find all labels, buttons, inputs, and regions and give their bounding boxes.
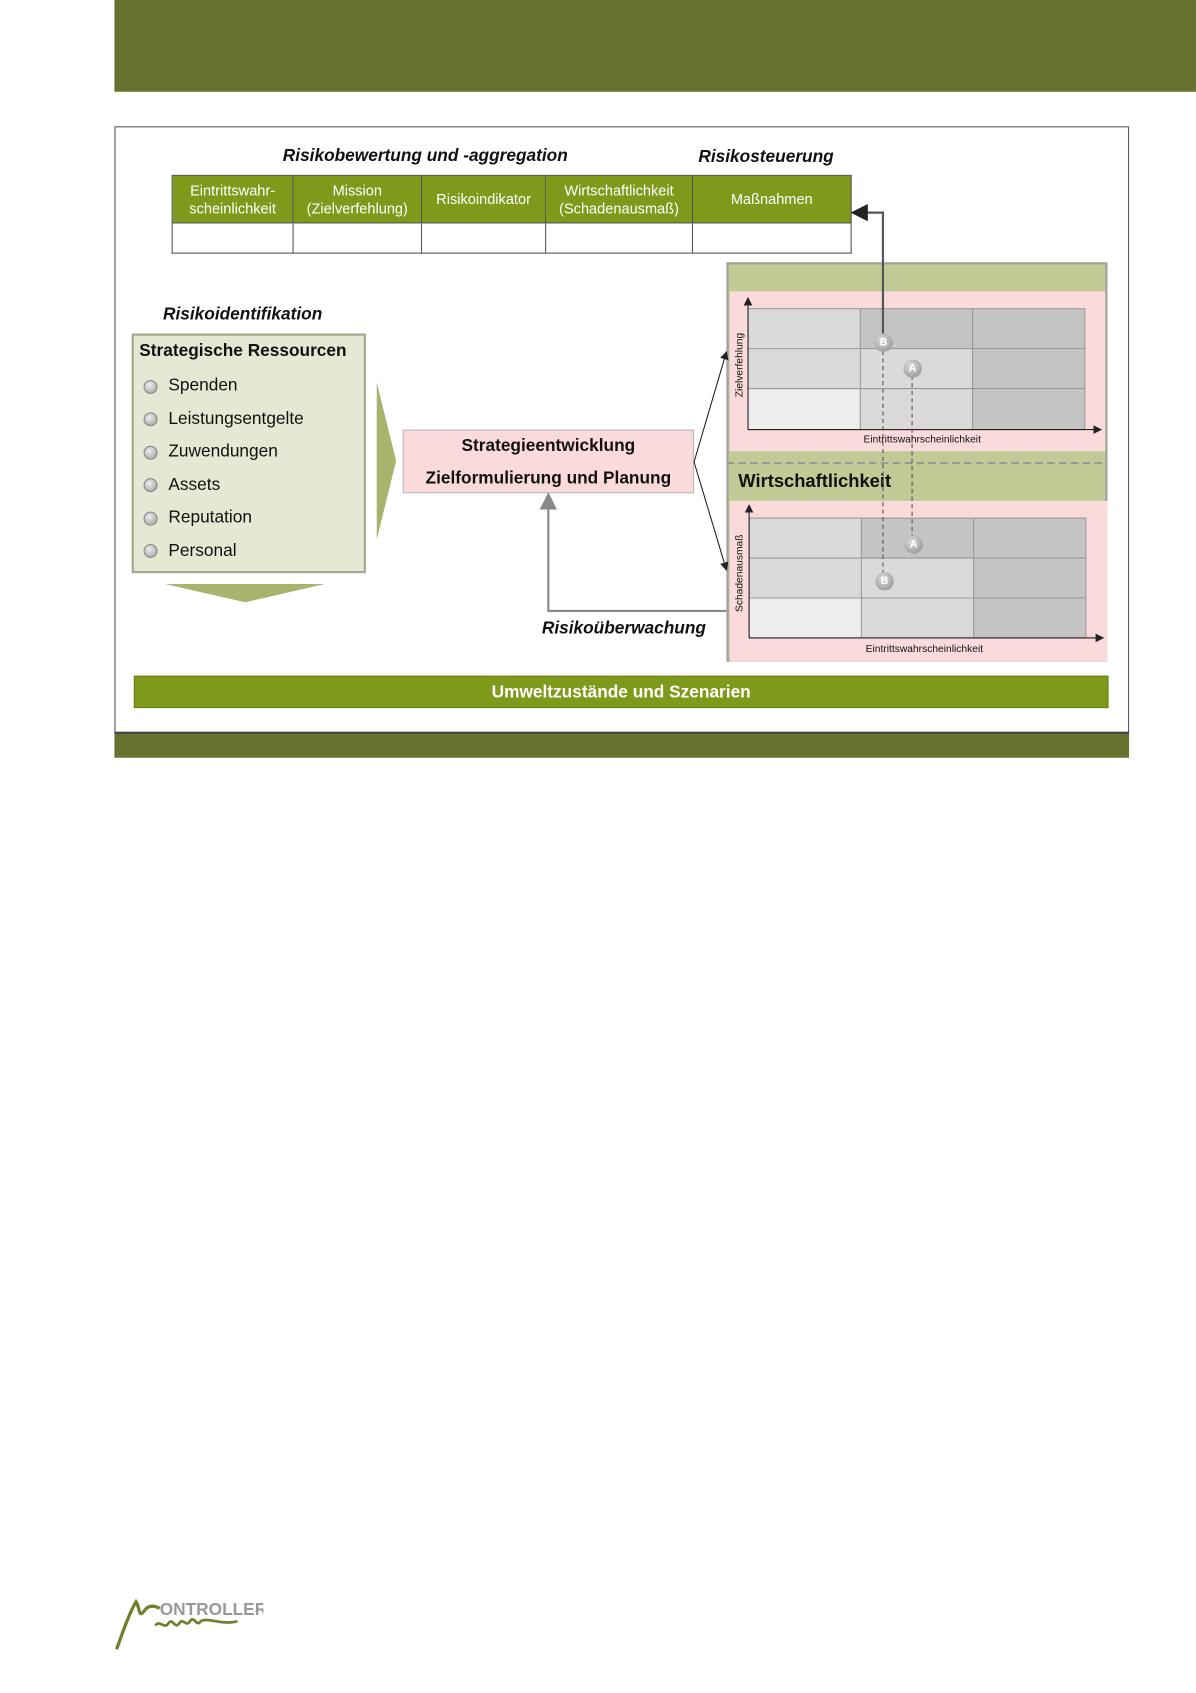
footer-bar xyxy=(114,731,1130,758)
resources-box: Strategische Ressourcen Spenden Leistung… xyxy=(131,333,366,574)
svg-text:ONTROLLER: ONTROLLER xyxy=(160,1599,264,1619)
arrow-to-top xyxy=(693,350,729,463)
list-item: Zuwendungen xyxy=(139,436,364,469)
item-label: Assets xyxy=(168,475,221,495)
strategy-line1: Strategieentwicklung xyxy=(461,437,636,456)
item-label: Spenden xyxy=(168,376,238,396)
table-cell xyxy=(691,222,852,254)
list-item: Assets xyxy=(139,469,364,502)
bullet-icon xyxy=(143,544,158,559)
list-item: Personal xyxy=(139,535,364,568)
diagram-graphics xyxy=(165,204,1106,643)
point-b-bottom: B xyxy=(875,572,894,591)
monitoring-arrow xyxy=(539,492,727,613)
heading-aggregation: Risikobewertung und -aggregation xyxy=(282,146,568,166)
item-label: Personal xyxy=(168,541,237,560)
item-label: Leistungsentgelte xyxy=(168,409,304,429)
heading-identification: Risikoidentifikation xyxy=(162,305,323,324)
list-item: Spenden xyxy=(139,370,364,403)
right-triangle xyxy=(376,382,397,540)
arrow-to-bottom xyxy=(693,461,729,571)
item-label: Reputation xyxy=(168,508,252,528)
table-cell xyxy=(420,222,547,254)
header-bar xyxy=(114,0,1196,92)
heading-steering: Risikosteuerung xyxy=(698,147,834,167)
bullet-icon xyxy=(143,412,158,427)
table-cell xyxy=(292,222,423,254)
bullet-icon xyxy=(143,478,158,493)
y-axis-label-top: Zielverfehlung xyxy=(733,332,746,398)
strategy-line2: Zielformulierung und Planung xyxy=(425,469,672,488)
controller-magazin-logo: ONTROLLER xyxy=(112,1593,268,1653)
col-header: Eintrittswahr- scheinlichkeit xyxy=(171,174,294,224)
x-axis-label-bottom: Eintrittswahrscheinlichkeit xyxy=(865,643,984,656)
section-title: Wirtschaftlichkeit xyxy=(738,470,892,492)
bullet-icon xyxy=(143,445,158,460)
resources-title: Strategische Ressourcen xyxy=(139,342,347,361)
matrix-top-grid xyxy=(743,296,1103,434)
x-axis-label-top: Eintrittswahrscheinlichkeit xyxy=(863,433,981,446)
table-cell xyxy=(171,222,294,254)
point-a-top: A xyxy=(903,359,922,378)
strategy-box: Strategieentwicklung Zielformulierung un… xyxy=(402,429,695,494)
steering-arrow xyxy=(850,204,885,335)
col-header: Wirtschaftlichkeit (Schadenausmaß) xyxy=(545,174,693,224)
bullet-icon xyxy=(143,379,158,394)
point-b-top: B xyxy=(874,333,893,352)
list-item: Reputation xyxy=(139,502,364,535)
col-header: Mission (Zielverfehlung) xyxy=(292,174,423,224)
down-triangle xyxy=(165,583,325,603)
table-cell xyxy=(545,222,693,254)
y-axis-label-bottom: Schadenausmaß xyxy=(733,534,746,613)
col-header: Maßnahmen xyxy=(691,174,852,224)
matrix-bottom-grid xyxy=(744,504,1105,643)
list-item: Leistungsentgelte xyxy=(139,403,364,436)
scenario-band: Umweltzustände und Szenarien xyxy=(133,675,1109,709)
bullet-icon xyxy=(143,511,158,526)
item-label: Zuwendungen xyxy=(168,442,278,462)
risk-table: Eintrittswahr- scheinlichkeit Mission (Z… xyxy=(171,174,852,254)
point-a-bottom: A xyxy=(904,535,923,554)
heading-monitoring: Risikoüberwachung xyxy=(541,619,706,638)
